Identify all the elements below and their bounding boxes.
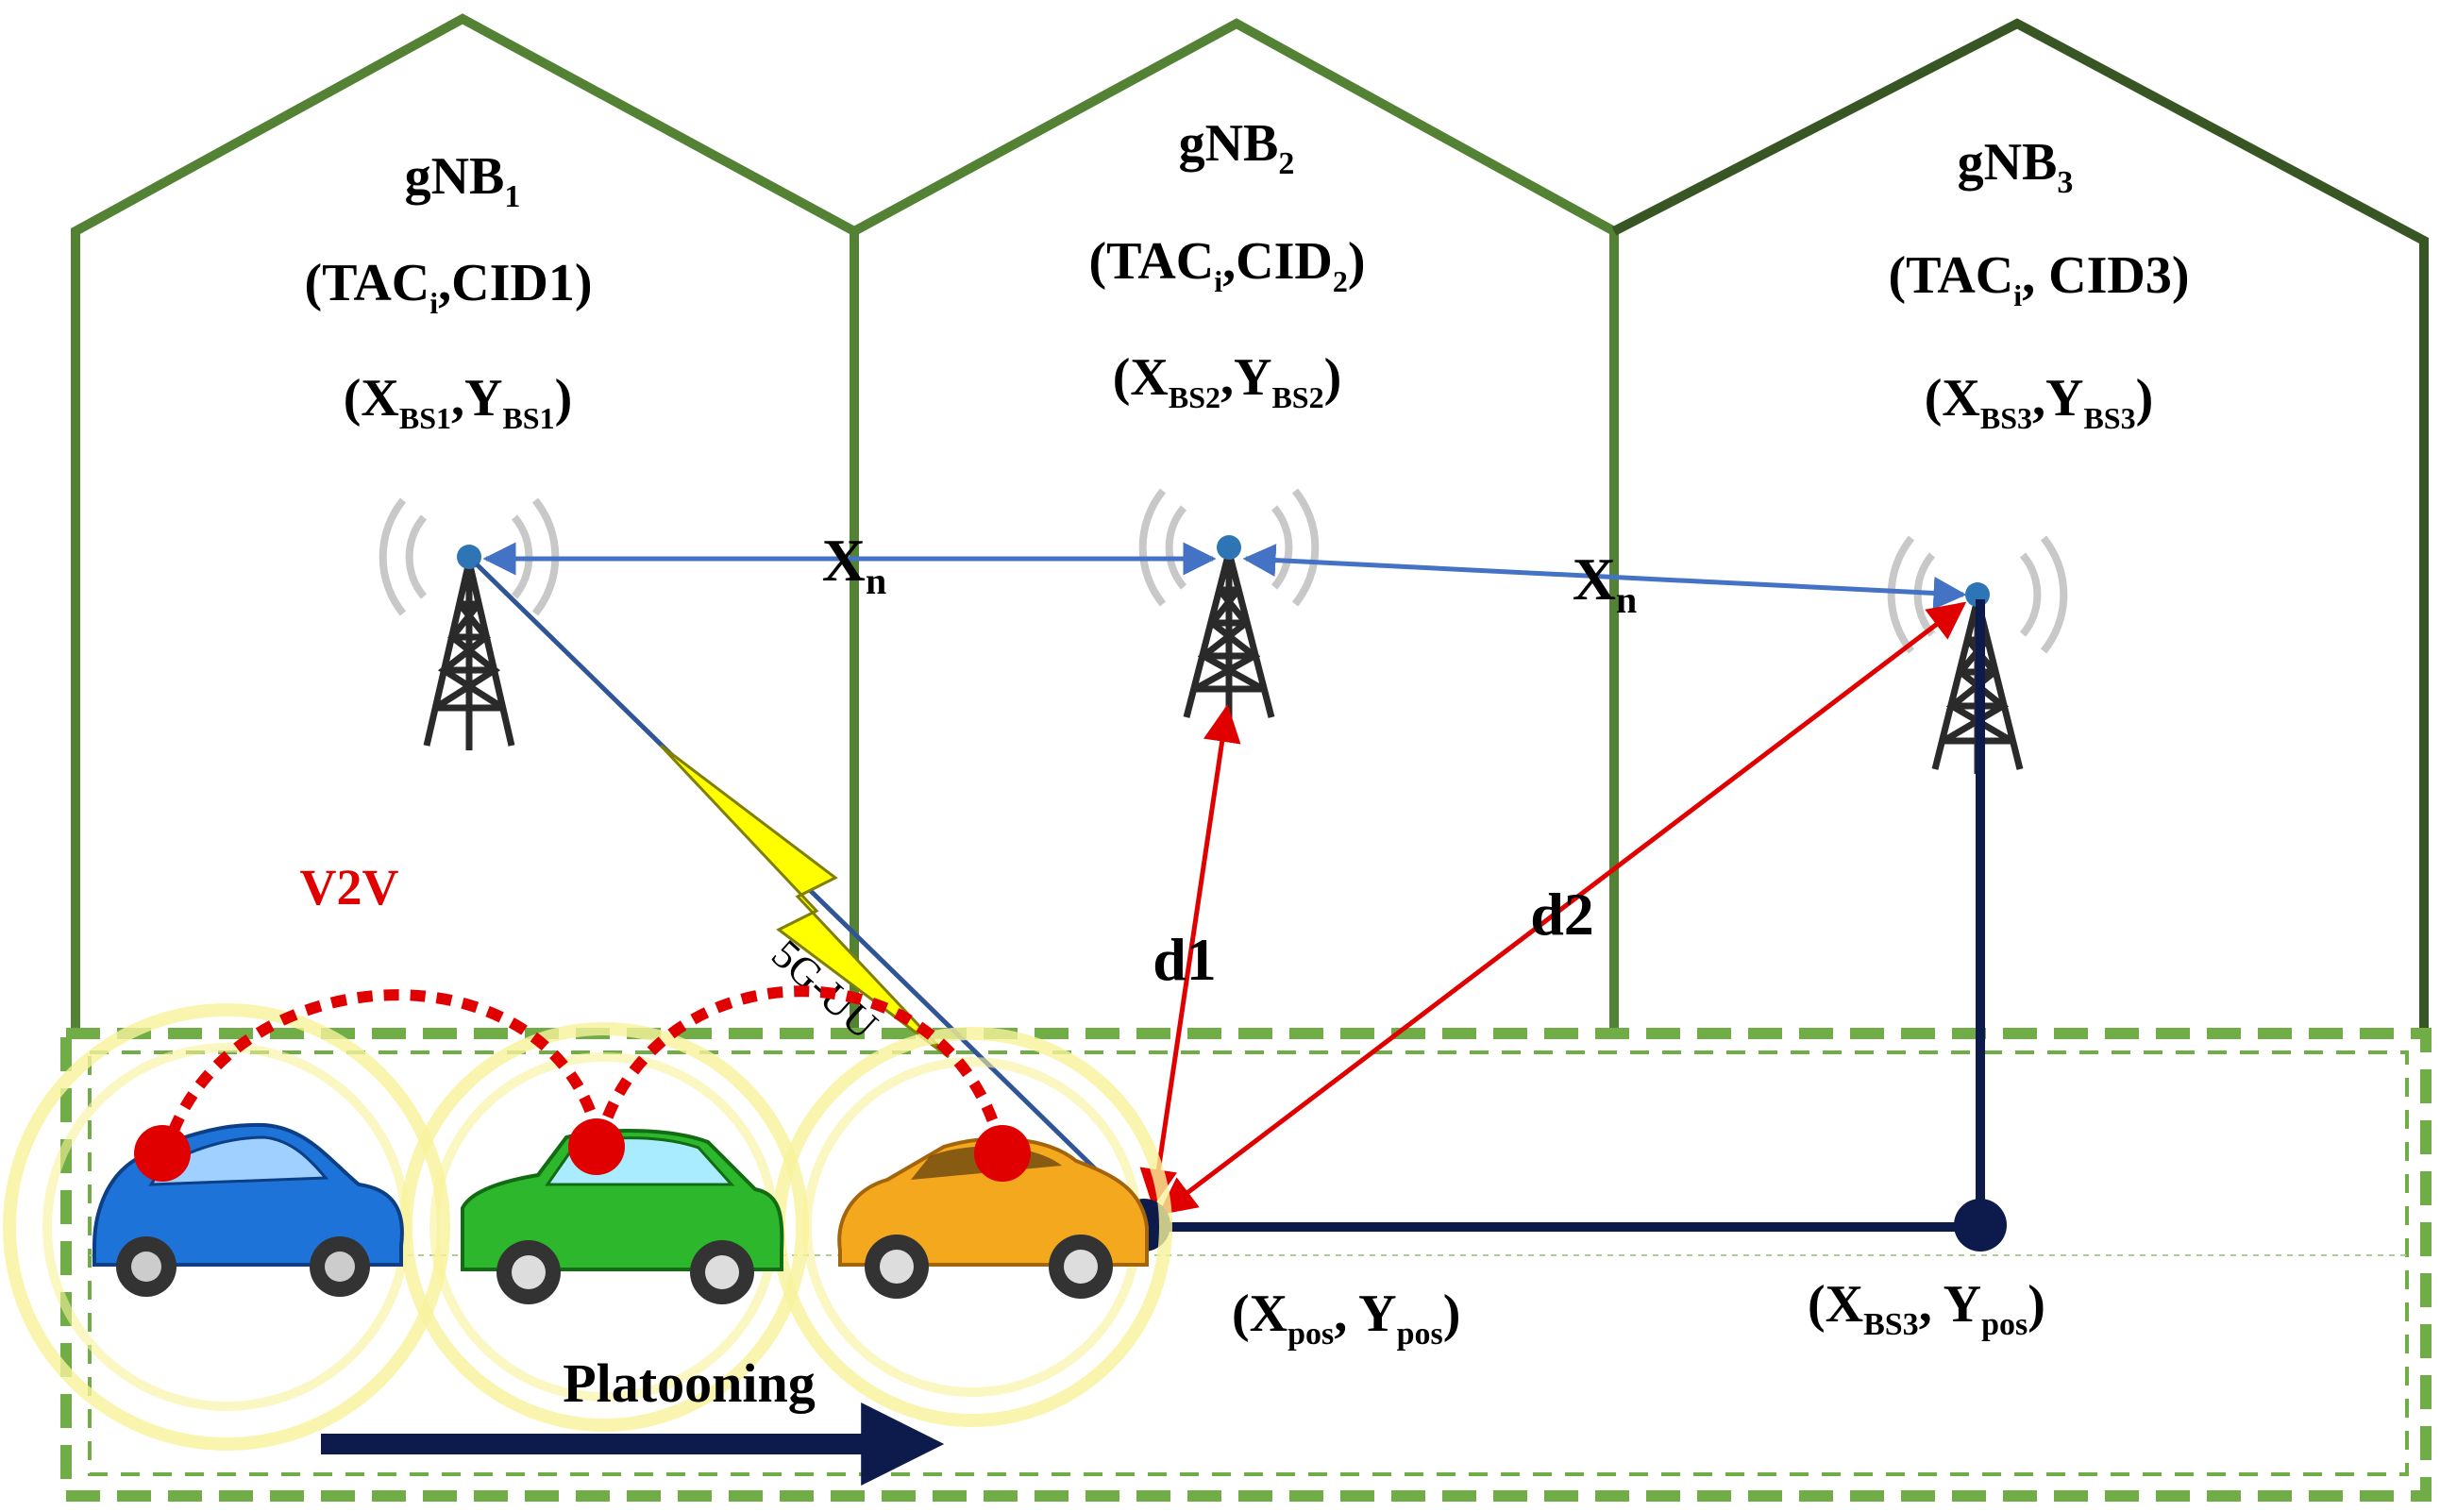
- cell-2-labels: gNB2 (TACi,CID2) (XBS2,YBS2): [1089, 114, 1366, 414]
- tower-1-icon: [379, 497, 560, 750]
- cell-2-coords: (XBS2,YBS2): [1113, 348, 1341, 414]
- xn-label-1: Xn: [822, 527, 886, 602]
- cell-3-labels: gNB3 (TACi, CID3) (XBS3,YBS3): [1889, 133, 2190, 435]
- cell-2-name: gNB2: [1179, 114, 1295, 181]
- cell-1-outline: [71, 13, 859, 1038]
- cell-2-tac: (TACi,CID2): [1089, 232, 1366, 298]
- bs3-projection-point: [1954, 1199, 2007, 1252]
- road-frame-outer: [60, 1028, 2432, 1502]
- cell-3-coords: (XBS3,YBS3): [1925, 369, 2153, 435]
- cell-1-name: gNB1: [405, 147, 521, 214]
- d2-label: d2: [1530, 881, 1594, 948]
- cell-3-outline: [1611, 18, 2429, 1038]
- platooning-label: Platooning: [563, 1352, 816, 1414]
- uu-lightning-icon: [659, 744, 951, 1059]
- v2v-link-1: [160, 989, 605, 1158]
- vehicle-position-label: (Xpos, Ypos): [1232, 1285, 1460, 1352]
- xn-link-2-3: [1242, 544, 1967, 610]
- d1-label: d1: [1153, 926, 1217, 993]
- d2-arrow: [1157, 601, 1967, 1216]
- cell-3-tac: (TACi, CID3): [1889, 246, 2190, 312]
- bs3-projection-label: (XBS3, Ypos): [1808, 1275, 2045, 1342]
- v2v-node-1: [134, 1125, 191, 1182]
- cell-3-name: gNB3: [1958, 133, 2074, 200]
- cell-1-labels: gNB1 (TACi,CID1) (XBS1,YBS1): [305, 147, 593, 435]
- uu-link-line: [475, 563, 1152, 1224]
- cell-1-coords: (XBS1,YBS1): [344, 369, 572, 435]
- cell-1-tac: (TACi,CID1): [305, 254, 593, 320]
- xn-label-2: Xn: [1573, 546, 1637, 621]
- v2v-node-2: [568, 1118, 625, 1175]
- v2v-label: V2V: [300, 859, 399, 916]
- v2v-node-3: [974, 1125, 1031, 1182]
- v2v-link-2: [594, 985, 1008, 1155]
- cell-2-outline: [851, 18, 1619, 1038]
- car-blue-icon: [93, 1122, 404, 1297]
- tower-2-icon: [1138, 488, 1320, 722]
- road-frame: [60, 1028, 2432, 1502]
